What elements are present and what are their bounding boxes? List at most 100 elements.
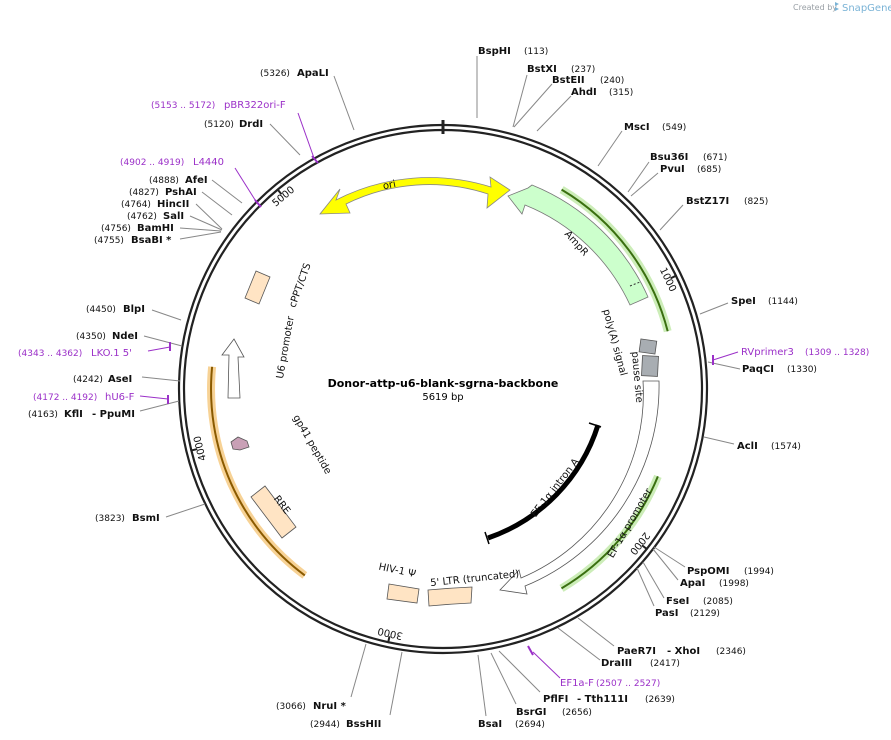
site-name: AhdI — [571, 87, 597, 98]
site-pos: (1998) — [719, 579, 749, 589]
primer-marker — [527, 645, 534, 656]
site-bstxi[interactable]: BstXI (237) — [512, 64, 595, 128]
feature-u6-promoter[interactable] — [221, 338, 245, 399]
site-acli[interactable]: AclI (1574) — [703, 436, 801, 452]
site-pspomi[interactable]: PspOMI (1994) — [653, 546, 774, 577]
site-name: DrdI — [239, 119, 263, 130]
feature-ori-label: ori — [382, 179, 397, 192]
feature-5ltr[interactable] — [427, 586, 473, 607]
site-apali[interactable]: ApaLI (5326) — [260, 68, 355, 131]
tick-label-5000: 5000 — [270, 185, 297, 210]
site-pflfi[interactable]: PflFI - Tth111I (2639) — [498, 650, 675, 705]
feature-polya-signal[interactable] — [638, 338, 658, 355]
site-draiii[interactable]: DraIII (2417) — [557, 627, 680, 669]
site-hincii[interactable]: HincII (4764) — [121, 199, 223, 230]
site-pasi[interactable]: PasI (2129) — [636, 567, 720, 619]
site-pos: (237) — [571, 65, 595, 75]
feature-ef1a-promoter[interactable] — [499, 380, 660, 595]
site-bamhi[interactable]: BamHI (4756) — [101, 223, 222, 234]
primer-name: EF1a-F — [560, 678, 594, 689]
site-leader-line — [636, 567, 655, 607]
site-pos: (1994) — [744, 567, 774, 577]
primer-leader-line — [532, 651, 561, 679]
feature-cppt-cts[interactable] — [244, 270, 271, 305]
feature-polya-label: poly(A) signal — [600, 308, 628, 377]
site-leader-line — [490, 652, 517, 705]
site-bsai[interactable]: BsaI (2694) — [477, 654, 545, 730]
primer-ef1a-f[interactable]: EF1a-F (2507 .. 2527) — [527, 645, 660, 689]
site-leader-line — [333, 75, 355, 131]
site-leader-line — [536, 95, 572, 132]
site-bsteii[interactable]: BstEII (240) — [513, 75, 624, 128]
site-drdi[interactable]: DrdI (5120) — [204, 119, 301, 156]
site-pos: (315) — [609, 88, 633, 98]
site-leader-line — [703, 436, 735, 445]
snapgene-credit: Created by SnapGene — [793, 2, 891, 14]
feature-ef1a-intron-label: EF-1α intron A — [529, 457, 582, 520]
site-afei[interactable]: AfeI (4888) — [149, 175, 243, 204]
site-name: NruI * — [313, 701, 347, 712]
site-pvui[interactable]: PvuI (685) — [630, 164, 721, 197]
site-name: PspOMI — [687, 566, 729, 577]
site-pos: (2085) — [703, 597, 733, 607]
site-pos: (1144) — [768, 297, 798, 307]
tick-mark-2000 — [641, 544, 649, 551]
site-pshai[interactable]: PshAI (4827) — [129, 187, 233, 216]
site-bsabi[interactable]: BsaBI * (4755) — [94, 231, 222, 246]
primer-range: (1309 .. 1328) — [805, 348, 869, 358]
primer-marker — [311, 155, 319, 164]
site-apai[interactable]: ApaI (1998) — [652, 548, 749, 589]
plasmid-name: Donor-attp-u6-blank-sgrna-backbone — [328, 377, 559, 390]
feature-hiv-psi-label: HIV-1 Ψ — [378, 562, 417, 581]
ampr-highlight-line — [561, 188, 669, 332]
site-bsrgi[interactable]: BsrGI (2656) — [490, 652, 592, 718]
site-msci[interactable]: MscI (549) — [597, 122, 686, 167]
primer-hu6-f[interactable]: hU6-F (4172 .. 4192) — [33, 392, 169, 404]
site-spei[interactable]: SpeI (1144) — [699, 296, 798, 315]
primer-pbr322ori-f[interactable]: pBR322ori-F (5153 .. 5172) — [151, 100, 319, 164]
site-name: KflI — [64, 409, 83, 420]
primer-rvprimer3[interactable]: RVprimer3 (1309 .. 1328) — [712, 347, 869, 365]
site-name: SalI — [163, 211, 184, 222]
feature-ampr[interactable] — [507, 184, 649, 306]
site-nrui[interactable]: NruI * (3066) — [276, 643, 367, 712]
site-ahdi[interactable]: AhdI (315) — [536, 87, 633, 132]
site-leader-line — [141, 376, 181, 382]
site-sali[interactable]: SalI (4762) — [127, 211, 223, 231]
feature-pause-site[interactable] — [641, 355, 659, 377]
primer-l4440[interactable]: L4440 (4902 .. 4919) — [120, 157, 262, 208]
site-ndei[interactable]: NdeI (4350) — [76, 331, 183, 347]
site-bsu36i[interactable]: Bsu36I (671) — [627, 152, 727, 193]
site-fsei[interactable]: FseI (2085) — [642, 561, 733, 607]
site-pos: (2129) — [690, 609, 720, 619]
site-name: PflFI — [543, 694, 568, 705]
site-bsmi[interactable]: BsmI (3823) — [95, 503, 206, 524]
site-bstz17i[interactable]: BstZ17I (825) — [659, 196, 768, 231]
site-pos: (1330) — [787, 365, 817, 375]
site-blpi[interactable]: BlpI (4450) — [86, 304, 182, 321]
site-name: BstEII — [552, 75, 585, 86]
site-paer7i[interactable]: PaeR7I - XhoI (2346) — [577, 617, 746, 657]
feature-ori[interactable] — [319, 176, 511, 215]
tick-mark-4000 — [190, 448, 198, 452]
site-name: BlpI — [123, 304, 145, 315]
site-paqci[interactable]: PaqCI (1330) — [707, 361, 817, 375]
site-name: BsaI — [478, 719, 502, 730]
site-kfli[interactable]: KflI - PpuMI (4163) — [28, 400, 180, 420]
site-leader-line — [477, 654, 487, 717]
feature-pause-site-label: pause site — [629, 351, 644, 403]
site-name: BstZ17I — [686, 196, 729, 207]
site-asei[interactable]: AseI (4242) — [73, 374, 181, 385]
site-leader-line — [179, 231, 222, 240]
primer-leader-line — [147, 346, 171, 352]
feature-rre[interactable] — [250, 485, 297, 539]
site-name: PaqCI — [742, 364, 774, 375]
feature-gp41-peptide[interactable] — [230, 436, 250, 451]
site-leader-line — [195, 203, 223, 230]
site-bsphi[interactable]: BspHI (113) — [476, 46, 548, 118]
site-bsshii[interactable]: BssHII (2944) — [310, 651, 403, 730]
primer-lko1-5[interactable]: LKO.1 5' (4343 .. 4362) — [18, 342, 171, 359]
feature-ef1a-intron[interactable] — [487, 424, 601, 541]
site-name: ApaI — [680, 578, 705, 589]
feature-hiv-psi[interactable] — [386, 583, 420, 604]
